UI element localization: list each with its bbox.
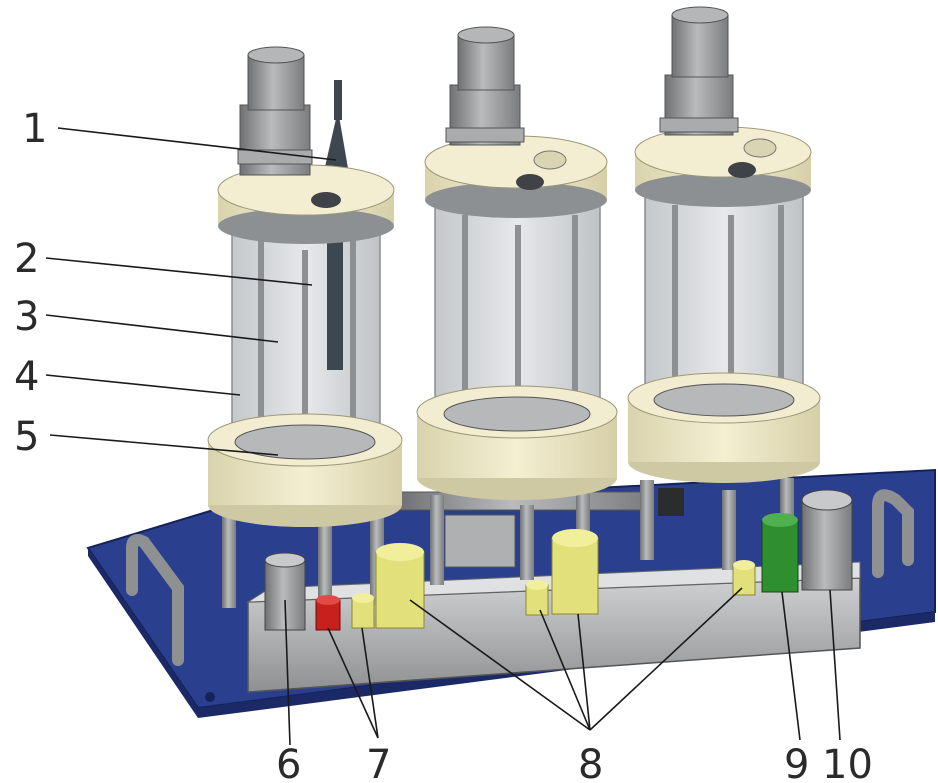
vessel-1 [207, 46, 403, 610]
callout-2: 2 [14, 236, 39, 282]
leader-lines [45, 127, 841, 746]
connector-yellow-small-b [525, 580, 549, 616]
callout-8: 8 [578, 742, 603, 783]
handle-right [872, 489, 914, 578]
connector-yellow-large-a [375, 543, 425, 629]
callout-5: 5 [14, 414, 39, 460]
connector-yellow-small-a [351, 593, 375, 629]
connector-10 [801, 489, 853, 591]
callout-10: 10 [822, 742, 873, 783]
vessel-3 [627, 6, 821, 570]
callout-7: 7 [366, 742, 391, 783]
handle-left [126, 534, 184, 666]
callout-4: 4 [14, 354, 39, 400]
vessel-2 [416, 26, 618, 585]
connector-yellow-small-c [732, 560, 756, 596]
callout-3: 3 [14, 294, 39, 340]
callout-1: 1 [22, 106, 47, 152]
connector-yellow-large-b [551, 529, 599, 615]
connector-9-green [761, 513, 799, 593]
callout-9: 9 [784, 742, 809, 783]
connector-red [315, 595, 341, 631]
callout-6: 6 [276, 742, 301, 783]
